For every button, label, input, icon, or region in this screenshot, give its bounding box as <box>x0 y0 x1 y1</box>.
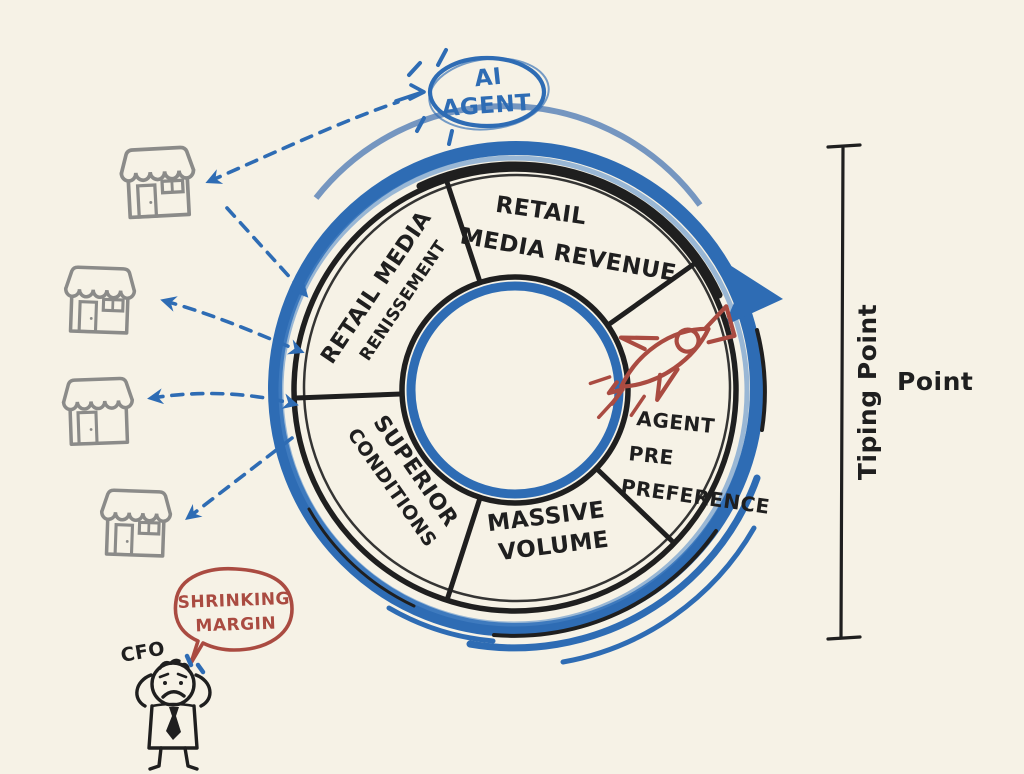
tipping-point-bracket: Tiping Point Point <box>826 143 973 641</box>
dashed-arrow <box>147 388 299 409</box>
wheel-top-restroke <box>416 161 723 299</box>
dashed-arrow <box>225 206 309 298</box>
arrow-into-bubble-icon <box>394 83 426 103</box>
cycle-arrowhead-icon <box>711 253 783 326</box>
dashed-arrow <box>205 100 400 184</box>
sweat-drops-icon <box>184 653 206 675</box>
ai-agent-label-line1: AI <box>473 64 503 93</box>
wheel-inner-ring <box>399 274 631 506</box>
cfo-scene: SHRINKING MARGIN CFO <box>119 566 294 771</box>
dashed-arrow <box>160 296 305 355</box>
ray-dashes <box>407 48 454 146</box>
speech-bubble: SHRINKING MARGIN <box>173 566 294 665</box>
ai-agent-bubble: AI AGENT <box>394 48 550 146</box>
rocket-icon <box>588 304 737 420</box>
dashed-arrow <box>185 436 294 521</box>
cfo-figure <box>135 658 212 771</box>
speech-text-line1: SHRINKING <box>177 589 290 613</box>
dashed-connectors <box>147 100 400 521</box>
tipping-point-vertical-label: Tiping Point <box>853 304 882 480</box>
speech-text-line2: MARGIN <box>195 614 276 637</box>
wheel-outer-ring-restroke <box>302 173 732 603</box>
wheel-spokes <box>293 179 697 600</box>
segment-label: PRE <box>627 441 674 470</box>
speed-arcs <box>307 328 767 665</box>
tipping-point-side-label: Point <box>897 367 973 396</box>
ai-agent-label-line2: AGENT <box>441 90 532 122</box>
